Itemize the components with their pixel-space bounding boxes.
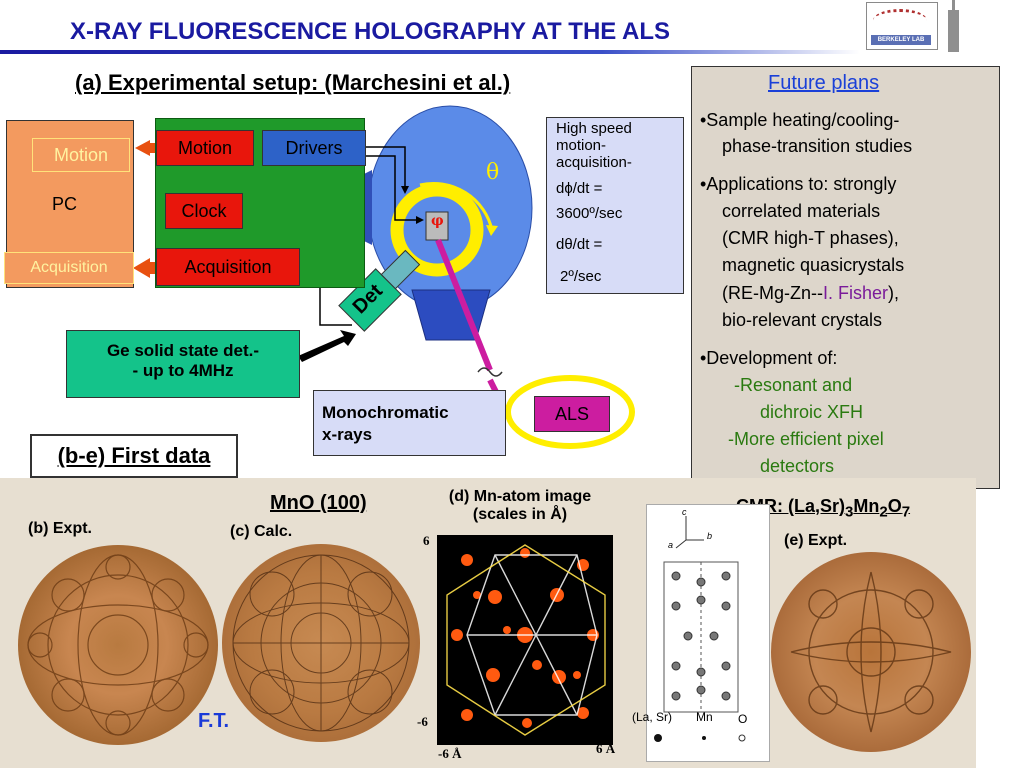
axis-c-label: c xyxy=(682,507,687,517)
goniometer-base xyxy=(411,289,491,341)
hologram-e-image xyxy=(771,552,971,752)
hologram-b-image xyxy=(18,545,218,745)
acquisition-module: Acquisition xyxy=(156,248,300,286)
cmr-mn: Mn xyxy=(853,496,880,516)
future-item: correlated materials xyxy=(722,201,881,221)
spec-line: dθ/dt = xyxy=(556,236,603,253)
phi-symbol: φ xyxy=(431,213,444,229)
ge-line-1: Ge solid state det.- xyxy=(106,341,260,360)
spec-line: High speed xyxy=(556,120,632,137)
theta-arc xyxy=(419,181,494,231)
cmr-sub: 7 xyxy=(901,503,911,521)
future-item-fisher-line: (RE-Mg-Zn--I. Fisher), xyxy=(722,280,899,306)
future-item: -More efficient pixel xyxy=(728,429,884,449)
future-item: •Sample heating/cooling- xyxy=(700,110,900,130)
mono-box xyxy=(313,390,506,456)
ge-detector-box: Ge solid state det.- - up to 4MHz xyxy=(66,330,300,398)
future-item: •Development of: xyxy=(700,348,838,368)
axis-top-label: 6 xyxy=(423,533,430,548)
ge-arrow xyxy=(298,330,356,362)
berkeley-lab-logo: BERKELEY LAB xyxy=(866,2,938,50)
hologram-e-pattern xyxy=(790,571,952,733)
mn-image-label-1: (d) Mn-atom image xyxy=(448,488,592,505)
title-rule xyxy=(0,50,860,54)
expt-e-label: (e) Expt. xyxy=(784,532,848,549)
future-item: dichroic XFH xyxy=(760,402,864,422)
future-plans-title: Future plans xyxy=(768,72,880,94)
first-data-heading: (b-e) First data xyxy=(30,434,238,478)
motion-module: Motion xyxy=(156,130,254,166)
mn-image-label: (d) Mn-atom image (scales in Å) xyxy=(432,488,608,524)
spec-line: dϕ/dt = xyxy=(556,180,603,197)
page-title: X-RAY FLUORESCENCE HOLOGRAPHY AT THE ALS xyxy=(70,18,671,45)
spec-line: 3600º/sec xyxy=(556,205,623,222)
legend-lasr: (La, Sr) xyxy=(632,710,673,724)
theta-symbol: θ xyxy=(486,160,500,185)
future-item: detectors xyxy=(760,456,835,476)
mono-line-2: x-rays xyxy=(322,425,373,444)
axis-left-bottom-label: -6 xyxy=(417,714,428,729)
pc-motion-label: Motion xyxy=(32,138,130,172)
future-item: (CMR high-T phases), xyxy=(722,228,899,248)
phi-ring xyxy=(390,183,484,277)
spec-box xyxy=(546,117,684,294)
drivers-line-1 xyxy=(364,146,406,190)
mno-label: MnO (100) xyxy=(270,492,367,514)
als-ring xyxy=(505,375,635,449)
future-item: (RE-Mg-Zn-- xyxy=(722,283,823,303)
future-item: •Applications to: strongly xyxy=(700,174,897,194)
hologram-c-pattern xyxy=(232,554,410,732)
crystal-structure-diagram xyxy=(654,516,746,742)
future-plans-panel xyxy=(691,66,1000,489)
cmr-o: O xyxy=(887,496,902,516)
mn-atom-pattern xyxy=(446,544,606,736)
ft-label: F.T. xyxy=(198,710,230,732)
fisher-name: I. Fisher xyxy=(823,283,889,303)
hologram-b-pattern xyxy=(27,554,209,736)
pc-label: PC xyxy=(52,194,78,214)
future-item: bio-relevant crystals xyxy=(722,310,883,330)
mono-line-1: Monochromatic xyxy=(322,403,449,422)
future-item: phase-transition studies xyxy=(722,136,913,156)
future-item: -Resonant and xyxy=(734,375,853,395)
x-ray-beam xyxy=(435,238,493,372)
spec-line: acquisition- xyxy=(556,154,632,171)
expt-b-label: (b) Expt. xyxy=(28,520,92,537)
campanile-icon xyxy=(944,0,964,52)
legend-mn: Mn xyxy=(696,710,713,724)
mono-text: Monochromatic x-rays xyxy=(322,402,449,446)
detector-group xyxy=(338,249,421,332)
drivers-line-2 xyxy=(364,155,420,221)
clock-module: Clock xyxy=(165,193,243,229)
mn-image-label-2: (scales in Å) xyxy=(472,506,568,523)
ge-line-2: - up to 4MHz xyxy=(132,361,234,380)
theta-arrowhead xyxy=(486,225,498,236)
drivers-module: Drivers xyxy=(262,130,366,166)
crystal-structure-panel xyxy=(646,504,770,762)
calc-c-label: (c) Calc. xyxy=(230,523,293,540)
pc-acq-arrow xyxy=(133,258,150,278)
pc-motion-arrow xyxy=(135,140,150,156)
spec-line: motion- xyxy=(556,137,607,154)
sample-holder xyxy=(425,211,449,241)
pc-acquisition-label: Acquisition xyxy=(4,252,134,284)
als-label: ALS xyxy=(534,396,610,432)
legend-o: O xyxy=(738,712,748,726)
setup-heading: (a) Experimental setup: (Marchesini et a… xyxy=(75,70,511,95)
axis-a-label: a xyxy=(668,540,674,550)
logo-arc xyxy=(873,9,927,32)
logo-text: BERKELEY LAB xyxy=(871,35,931,45)
axis-bottom-right-label: 6 Å xyxy=(596,741,616,756)
future-item: ), xyxy=(888,283,900,303)
cmr-sub: 3 xyxy=(845,503,854,521)
future-item: magnetic quasicrystals xyxy=(722,255,905,275)
spec-line: 2º/sec xyxy=(560,268,602,285)
cmr-sub: 2 xyxy=(879,503,888,521)
axis-bottom-left-label: -6 Å xyxy=(438,746,462,761)
axis-b-label: b xyxy=(707,531,713,541)
